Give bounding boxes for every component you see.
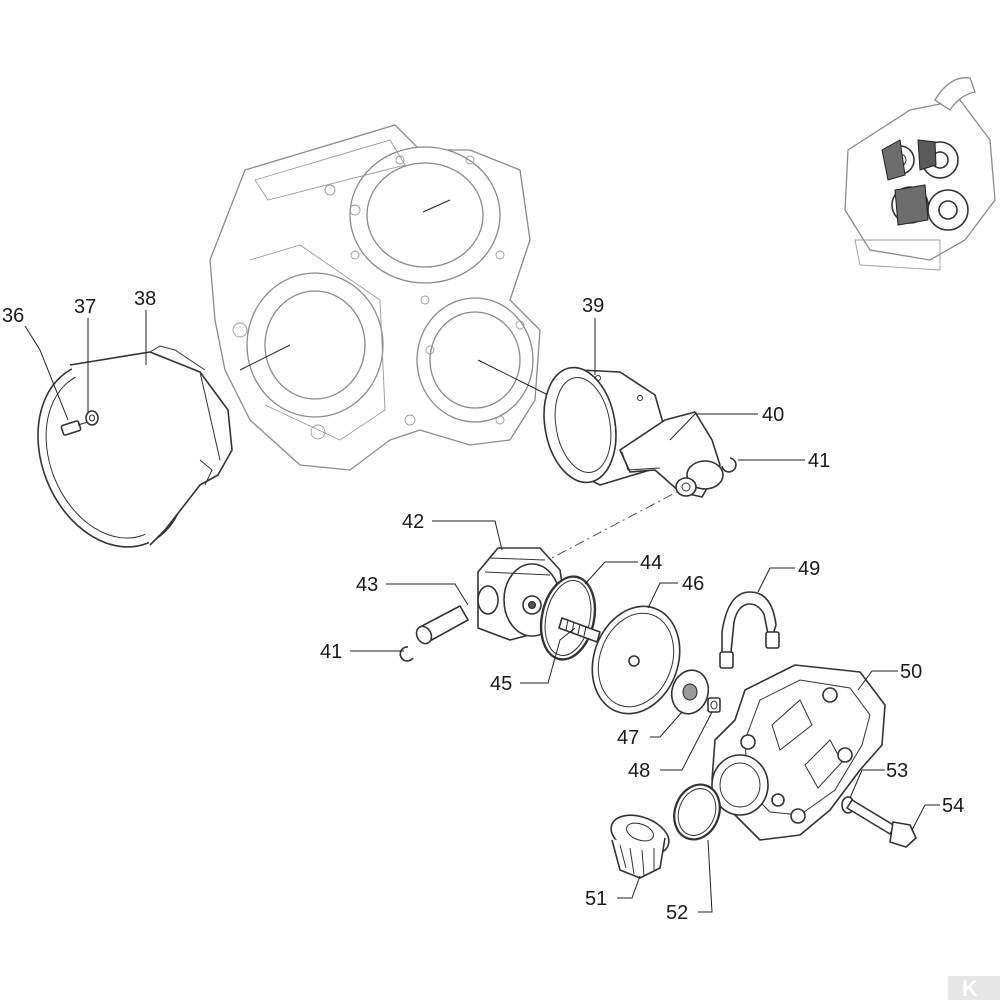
- callout-46: 46: [682, 573, 704, 595]
- part-51-valve: [610, 814, 670, 879]
- callout-38: 38: [134, 288, 156, 310]
- callout-39: 39: [582, 295, 604, 317]
- callout-54: 54: [942, 795, 964, 817]
- callout-43: 43: [356, 574, 378, 596]
- pump-housing: [209, 124, 541, 471]
- callout-labels: 36 37 38 39 40 41 42 43 41 44 45 46 47 4…: [2, 288, 964, 924]
- callout-51: 51: [585, 888, 607, 910]
- callout-37: 37: [74, 296, 96, 318]
- part-40-connecting-rod: [619, 411, 724, 498]
- part-44-o-ring: [539, 575, 597, 661]
- part-45-threaded-stud: [558, 617, 601, 643]
- callout-44: 44: [640, 552, 662, 574]
- part-36-screw: [60, 420, 89, 436]
- part-49-u-bracket: [719, 591, 780, 669]
- callout-47: 47: [617, 727, 639, 749]
- part-47-washer-plate: [670, 669, 710, 715]
- callout-40: 40: [762, 404, 784, 426]
- callout-36: 36: [2, 305, 24, 327]
- leader-lines: [24, 310, 940, 913]
- callout-41-upper: 41: [808, 450, 830, 472]
- callout-53: 53: [886, 760, 908, 782]
- part-43-piston-pin: [415, 605, 469, 645]
- callout-52: 52: [666, 902, 688, 924]
- callout-48: 48: [628, 760, 650, 782]
- callout-49: 49: [798, 558, 820, 580]
- callout-50: 50: [900, 661, 922, 683]
- part-38-bell-housing: [37, 345, 233, 548]
- part-41-circlip-upper: [721, 457, 737, 473]
- part-48-nut: [707, 697, 721, 713]
- part-41-circlip-lower: [399, 646, 414, 662]
- part-50-head-cover: [711, 664, 886, 841]
- assembly-thumbnail: [844, 77, 996, 271]
- part-46-diaphragm: [591, 605, 681, 715]
- part-54-bolt: [846, 799, 917, 848]
- callout-41-lower: 41: [320, 641, 342, 663]
- watermark-logo: K: [948, 976, 1000, 1000]
- callout-45: 45: [490, 673, 512, 695]
- part-37-washer: [85, 410, 99, 426]
- part-39-cylinder-sleeve: [543, 366, 666, 486]
- part-52-o-ring: [673, 783, 721, 841]
- watermark-logo-letter: K: [962, 976, 978, 1000]
- callout-42: 42: [402, 511, 424, 533]
